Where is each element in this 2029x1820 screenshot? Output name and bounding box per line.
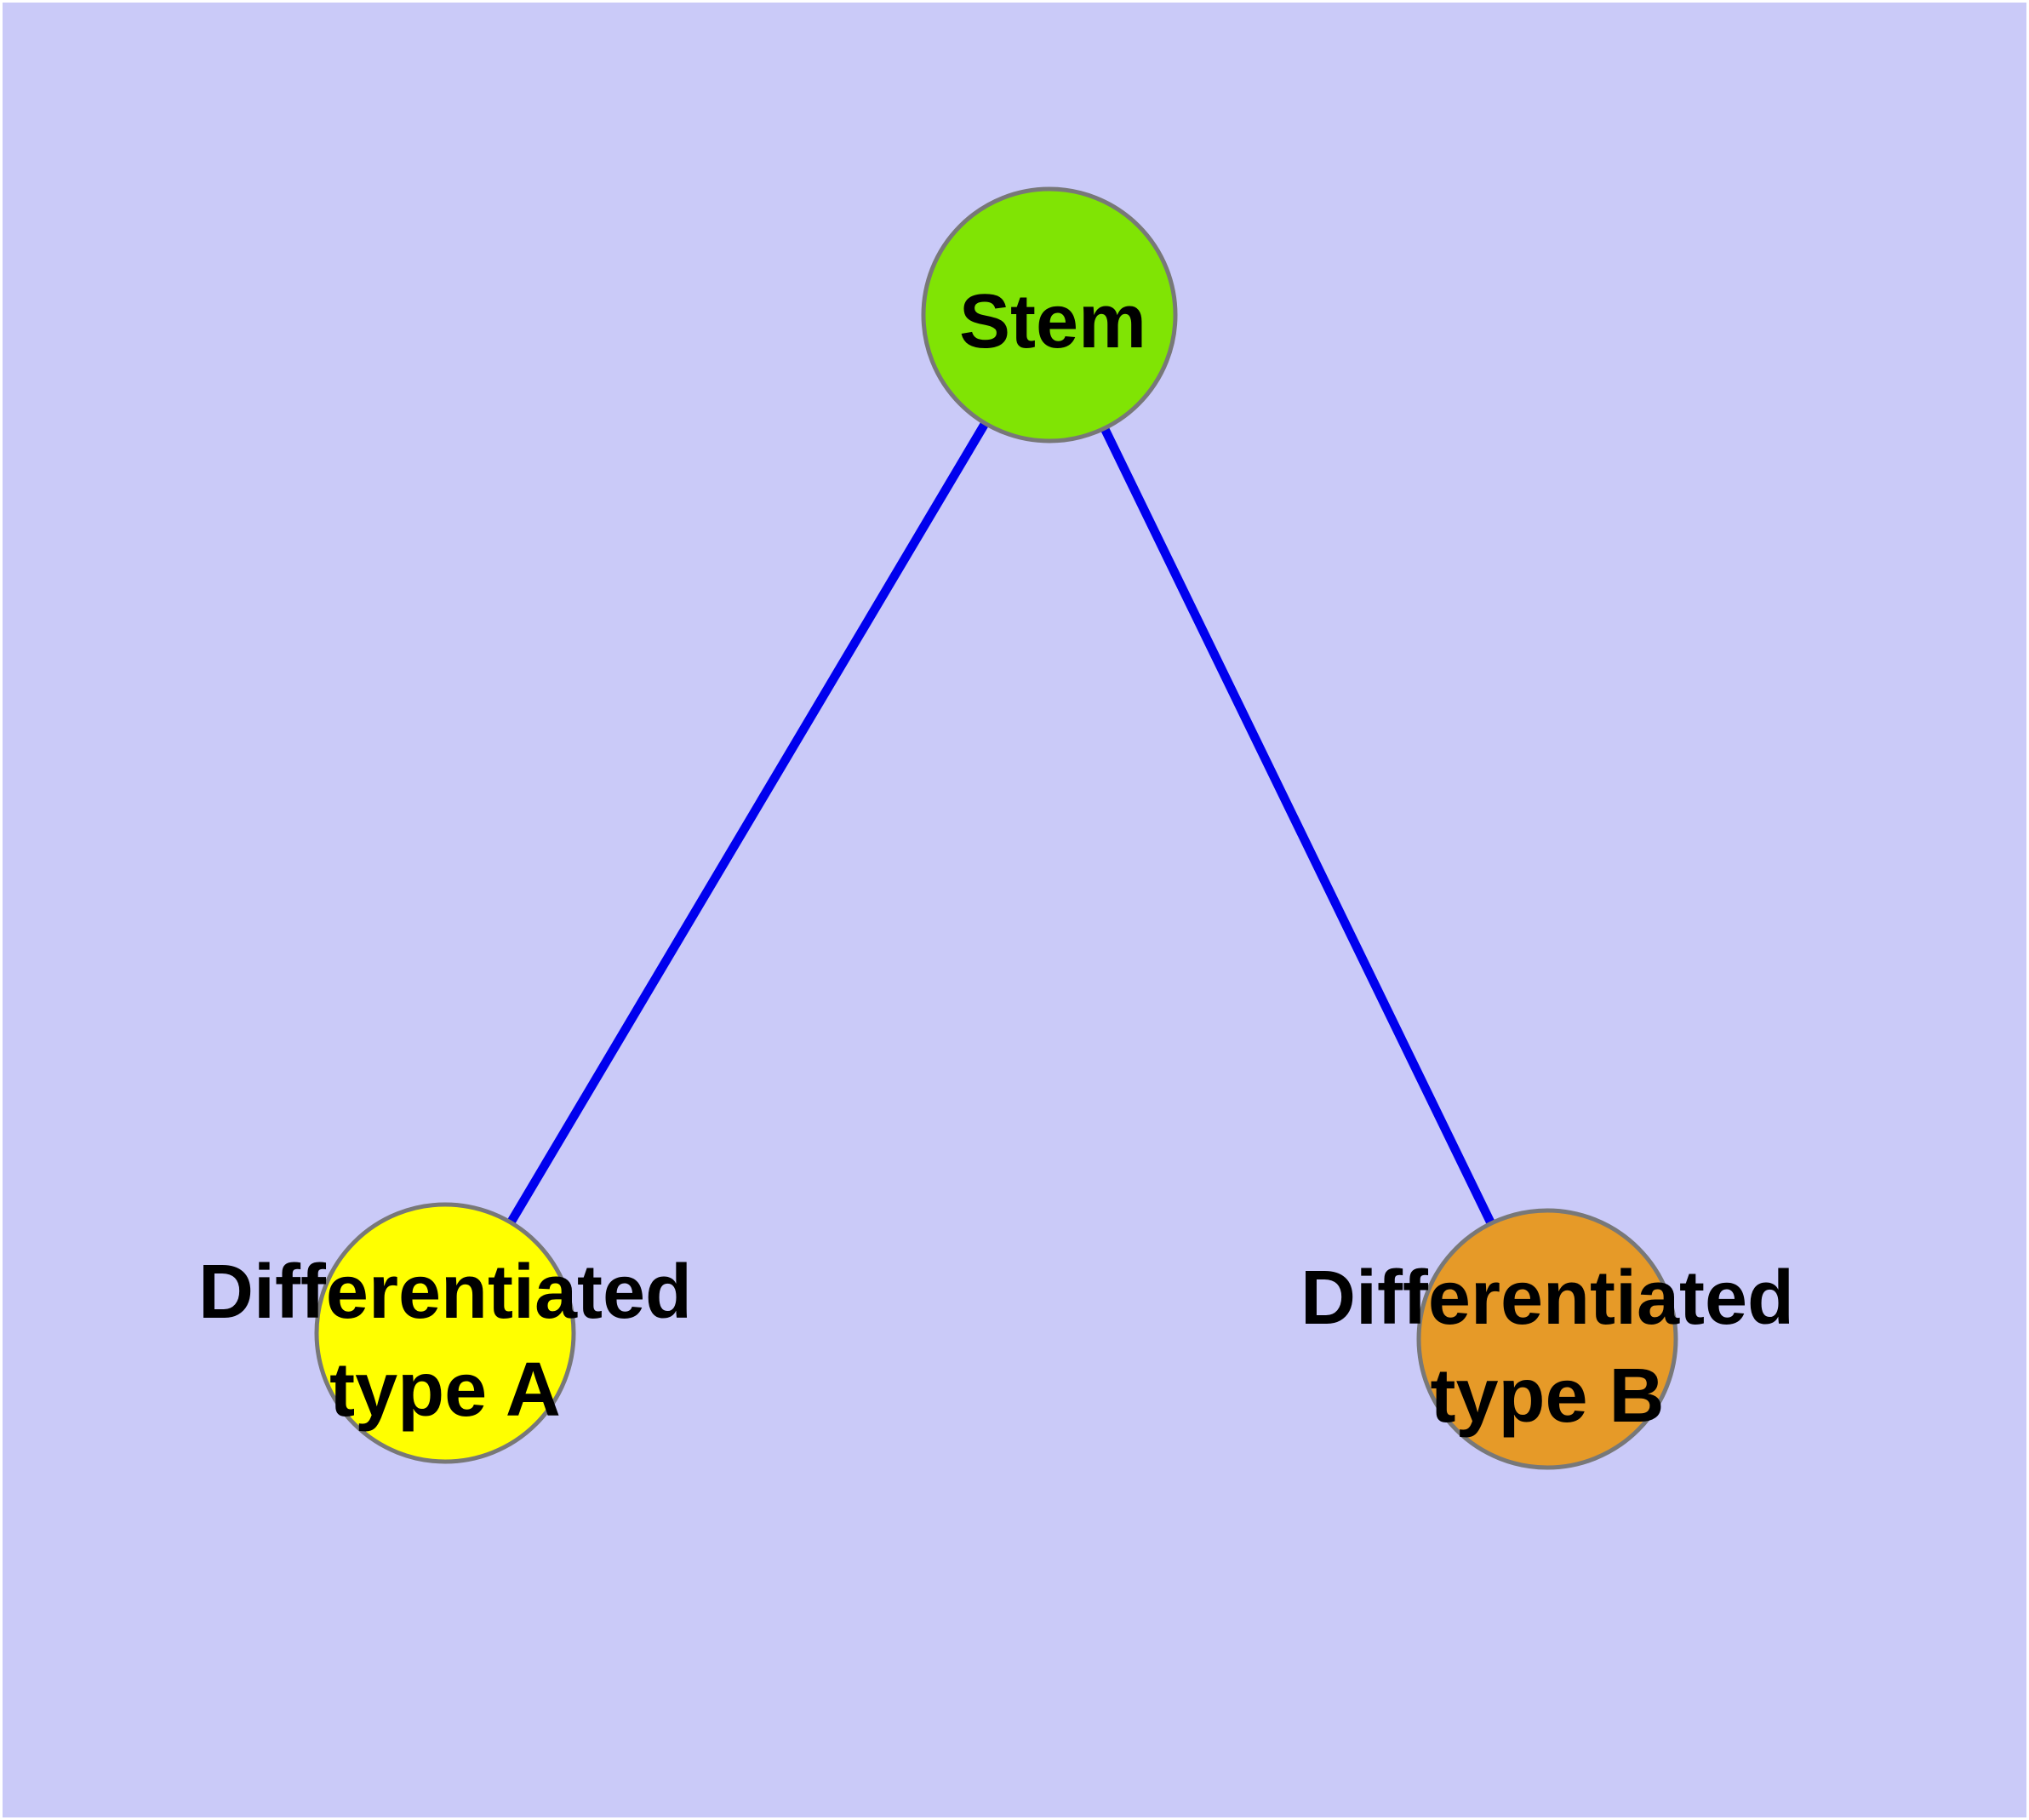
node-type-b-label-line1: Differentiated xyxy=(1300,1256,1794,1341)
node-differentiated-type-b xyxy=(1416,1208,1678,1470)
node-differentiated-type-a xyxy=(314,1202,576,1464)
edge-stem-to-type-a xyxy=(441,312,1054,1336)
edge-stem-to-type-b xyxy=(1045,312,1552,1342)
node-stem xyxy=(921,186,1178,444)
node-stem-label: Stem xyxy=(959,279,1146,364)
node-type-a-label-line2: type A xyxy=(329,1348,561,1433)
node-type-b-label-line2: type B xyxy=(1430,1354,1664,1439)
node-type-a-label-line1: Differentiated xyxy=(198,1250,692,1335)
